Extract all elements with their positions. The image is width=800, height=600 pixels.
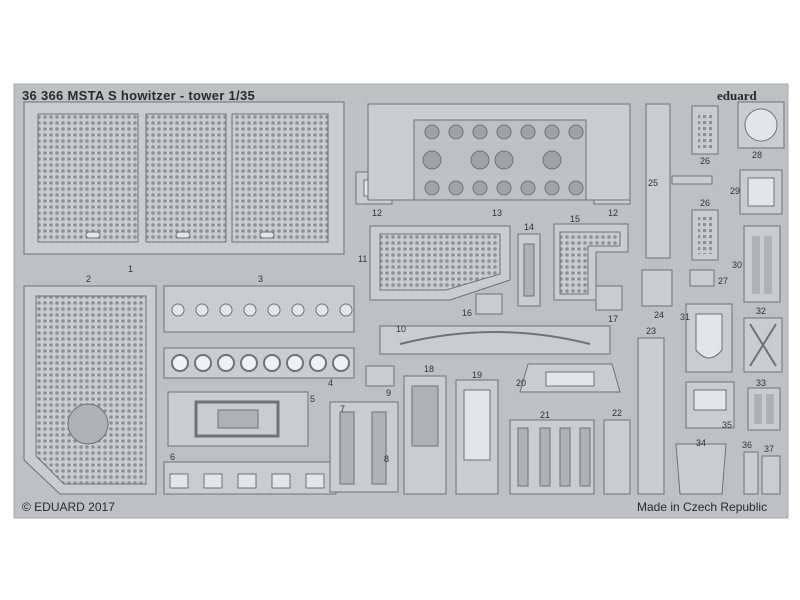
- part-33: [747, 387, 781, 431]
- part-18: [403, 375, 447, 495]
- part-number: 23: [646, 326, 657, 336]
- part-number: 10: [396, 324, 407, 334]
- part-32: [743, 317, 783, 373]
- part-number: 35: [722, 420, 733, 430]
- part-16: [475, 293, 503, 315]
- part-29: [739, 169, 783, 215]
- part-7-8-brackets: [329, 401, 399, 493]
- part-number: 7: [340, 404, 346, 414]
- part-34: [675, 443, 727, 495]
- part-13-plate: [367, 103, 631, 201]
- part-number: 27: [718, 276, 729, 286]
- part-number: 21: [540, 410, 551, 420]
- part-number: 25: [648, 178, 659, 188]
- part-number: 17: [608, 314, 619, 324]
- part-number: 33: [756, 378, 767, 388]
- part-4-rings: [163, 347, 355, 379]
- part-number: 26: [700, 156, 711, 166]
- part-9: [365, 365, 395, 387]
- part-number: 28: [752, 150, 763, 160]
- part-number: 37: [764, 444, 775, 454]
- part-15-mesh: [553, 223, 629, 301]
- part-20: [519, 363, 621, 393]
- part-number: 31: [680, 312, 691, 322]
- part-number: 12: [372, 208, 383, 218]
- part-19: [455, 379, 499, 495]
- copyright-text: © EDUARD 2017: [22, 500, 115, 514]
- part-24: [641, 269, 673, 307]
- brand-logo: eduard: [717, 88, 757, 103]
- part-1-mesh-panel: [23, 101, 345, 255]
- part-26-top: [691, 105, 719, 155]
- part-26-bottom: [691, 209, 719, 261]
- part-number: 19: [472, 370, 483, 380]
- part-number: 9: [386, 388, 392, 398]
- part-14: [517, 233, 541, 307]
- part-number: 5: [310, 394, 316, 404]
- part-17: [595, 285, 623, 311]
- part-21: [509, 419, 595, 495]
- part-number: 12: [608, 208, 619, 218]
- part-31: [685, 303, 733, 373]
- part-number: 15: [570, 214, 581, 224]
- part-number: 29: [730, 186, 741, 196]
- part-number: 34: [696, 438, 707, 448]
- part-number: 4: [328, 378, 334, 388]
- part-number: 13: [492, 208, 503, 218]
- part-30: [743, 225, 781, 303]
- part-10-strip: [379, 325, 611, 355]
- part-number: 8: [384, 454, 390, 464]
- part-number: 3: [258, 274, 264, 284]
- part-5-frame: [167, 391, 309, 447]
- part-11-mesh: [369, 225, 511, 301]
- part-number: 24: [654, 310, 665, 320]
- part-37: [761, 455, 781, 495]
- part-number: 36: [742, 440, 753, 450]
- part-22: [603, 419, 631, 495]
- part-number: 16: [462, 308, 473, 318]
- part-number: 1: [128, 264, 134, 274]
- part-35: [685, 381, 735, 429]
- origin-text: Made in Czech Republic: [637, 500, 768, 514]
- part-number: 14: [524, 222, 535, 232]
- part-number: 20: [516, 378, 527, 388]
- part-number: 32: [756, 306, 767, 316]
- part-27: [689, 269, 715, 287]
- part-number: 18: [424, 364, 435, 374]
- part-3-tabs: [163, 285, 355, 333]
- part-number: 30: [732, 260, 743, 270]
- part-number: 26: [700, 198, 711, 208]
- part-number: 6: [170, 452, 176, 462]
- part-number: 2: [86, 274, 92, 284]
- fret-title: 36 366 MSTA S howitzer - tower 1/35: [22, 88, 256, 103]
- part-6-clips: [163, 461, 337, 495]
- part-number: 11: [358, 254, 368, 264]
- part-28: [737, 101, 785, 149]
- part-36: [743, 451, 759, 495]
- part-23: [637, 337, 665, 495]
- part-25: [645, 103, 713, 259]
- part-number: 22: [612, 408, 623, 418]
- part-2-mesh-panel: [23, 285, 157, 495]
